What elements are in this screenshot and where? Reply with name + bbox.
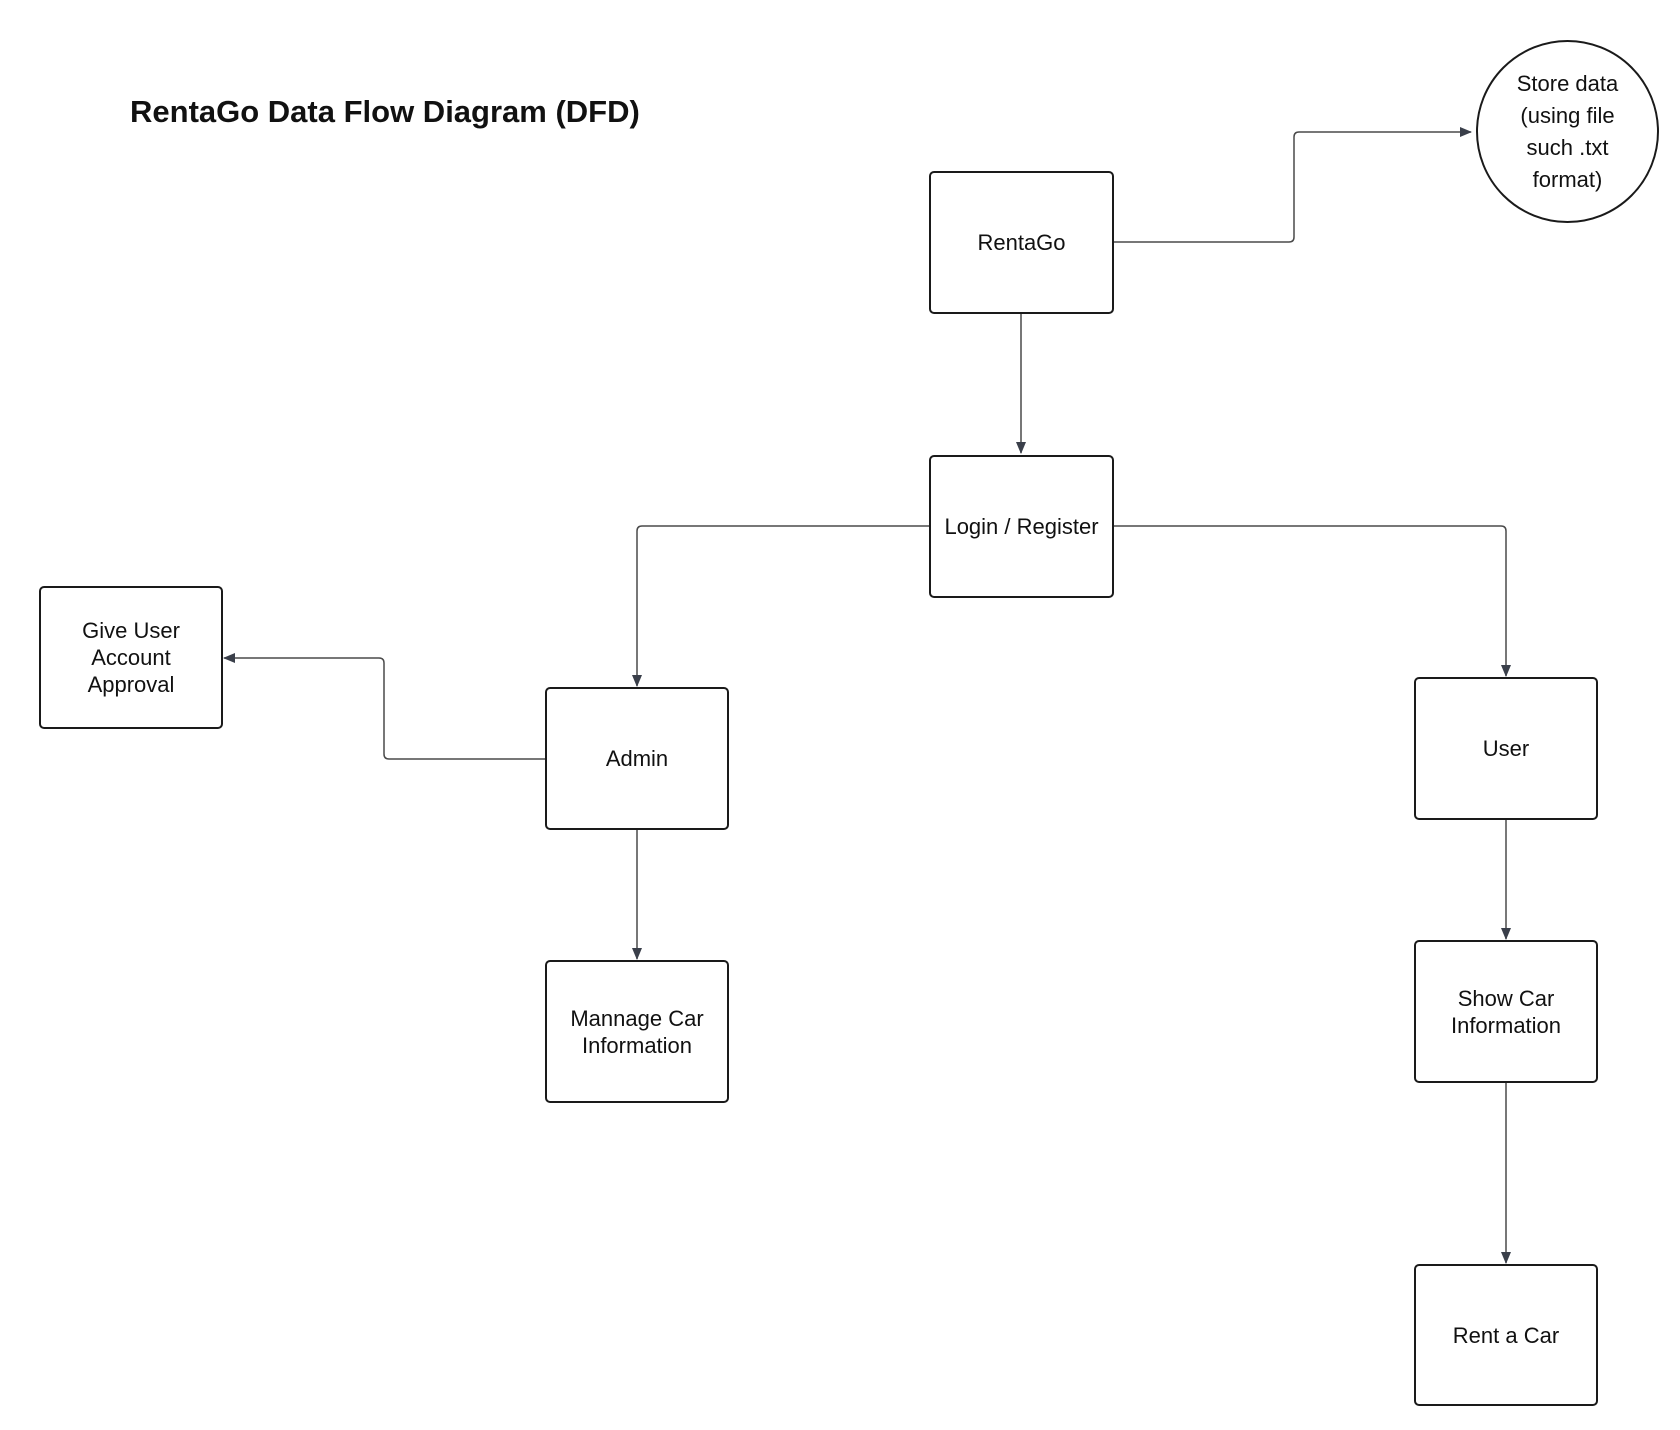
node-login-register-label: Login / Register [944, 514, 1099, 539]
node-rentago[interactable]: RentaGo [929, 171, 1114, 314]
node-store-data[interactable]: Store data (using file such .txt format) [1476, 40, 1659, 223]
node-store-data-label: Store data (using file such .txt format) [1516, 70, 1619, 192]
node-admin-label: Admin [605, 746, 669, 771]
connector-admin-to-approval [223, 653, 545, 760]
node-give-user-account-approval-label: Give User Account Approval [82, 618, 180, 697]
node-manage-car-information[interactable]: Mannage Car Information [545, 960, 729, 1103]
node-user[interactable]: User [1414, 677, 1598, 820]
node-manage-car-information-label: Mannage Car Information [570, 1005, 704, 1058]
node-admin[interactable]: Admin [545, 687, 729, 830]
node-show-car-information-label: Show Car Information [1450, 985, 1562, 1038]
connector-rentago-to-store [1114, 127, 1472, 243]
connector-login-to-admin [632, 525, 929, 687]
node-rent-a-car[interactable]: Rent a Car [1414, 1264, 1598, 1406]
connector-login-to-user [1114, 525, 1511, 677]
node-give-user-account-approval[interactable]: Give User Account Approval [39, 586, 223, 729]
node-login-register[interactable]: Login / Register [929, 455, 1114, 598]
node-user-label: User [1482, 736, 1530, 761]
diagram-title: RentaGo Data Flow Diagram (DFD) [130, 94, 640, 129]
node-show-car-information[interactable]: Show Car Information [1414, 940, 1598, 1083]
node-rent-a-car-label: Rent a Car [1452, 1322, 1560, 1348]
node-rentago-label: RentaGo [977, 230, 1066, 255]
